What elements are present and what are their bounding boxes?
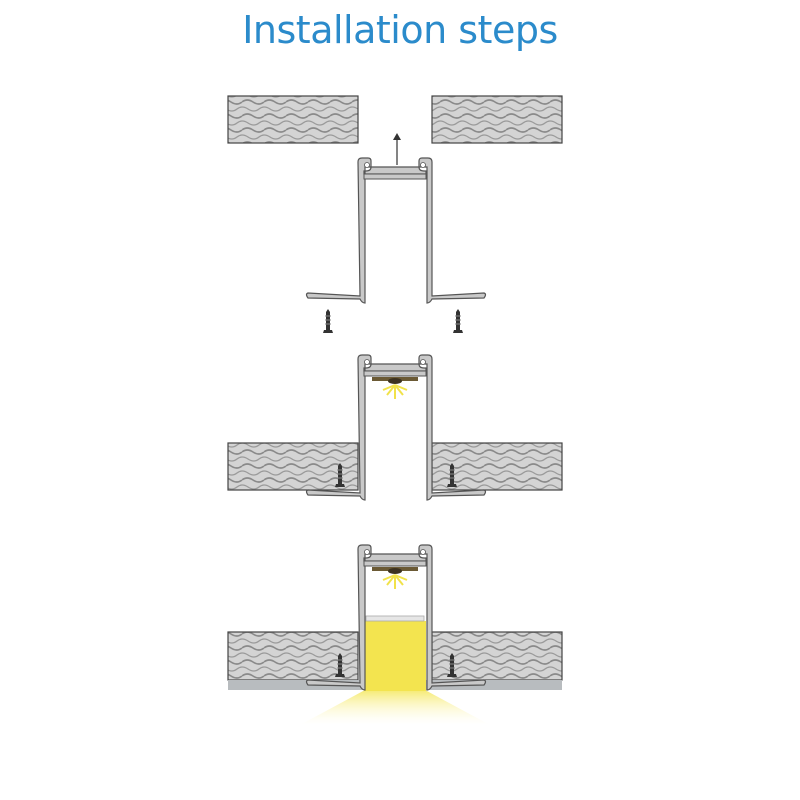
step-3 xyxy=(227,544,563,725)
light-column xyxy=(364,621,426,691)
board-left xyxy=(227,631,359,681)
board-left xyxy=(227,95,359,144)
arrow-up-icon xyxy=(393,133,401,165)
diffuser xyxy=(365,615,425,622)
led-strip xyxy=(371,566,419,590)
page-title: Installation steps xyxy=(242,8,558,52)
light-beam xyxy=(300,690,490,725)
aluminium-profile xyxy=(305,157,487,304)
screw-icon xyxy=(322,308,334,334)
screw-icon xyxy=(452,308,464,334)
step-1 xyxy=(227,95,563,334)
board-left xyxy=(227,442,359,491)
board-right xyxy=(431,95,563,144)
led-strip xyxy=(371,376,419,400)
step-2 xyxy=(227,354,563,501)
